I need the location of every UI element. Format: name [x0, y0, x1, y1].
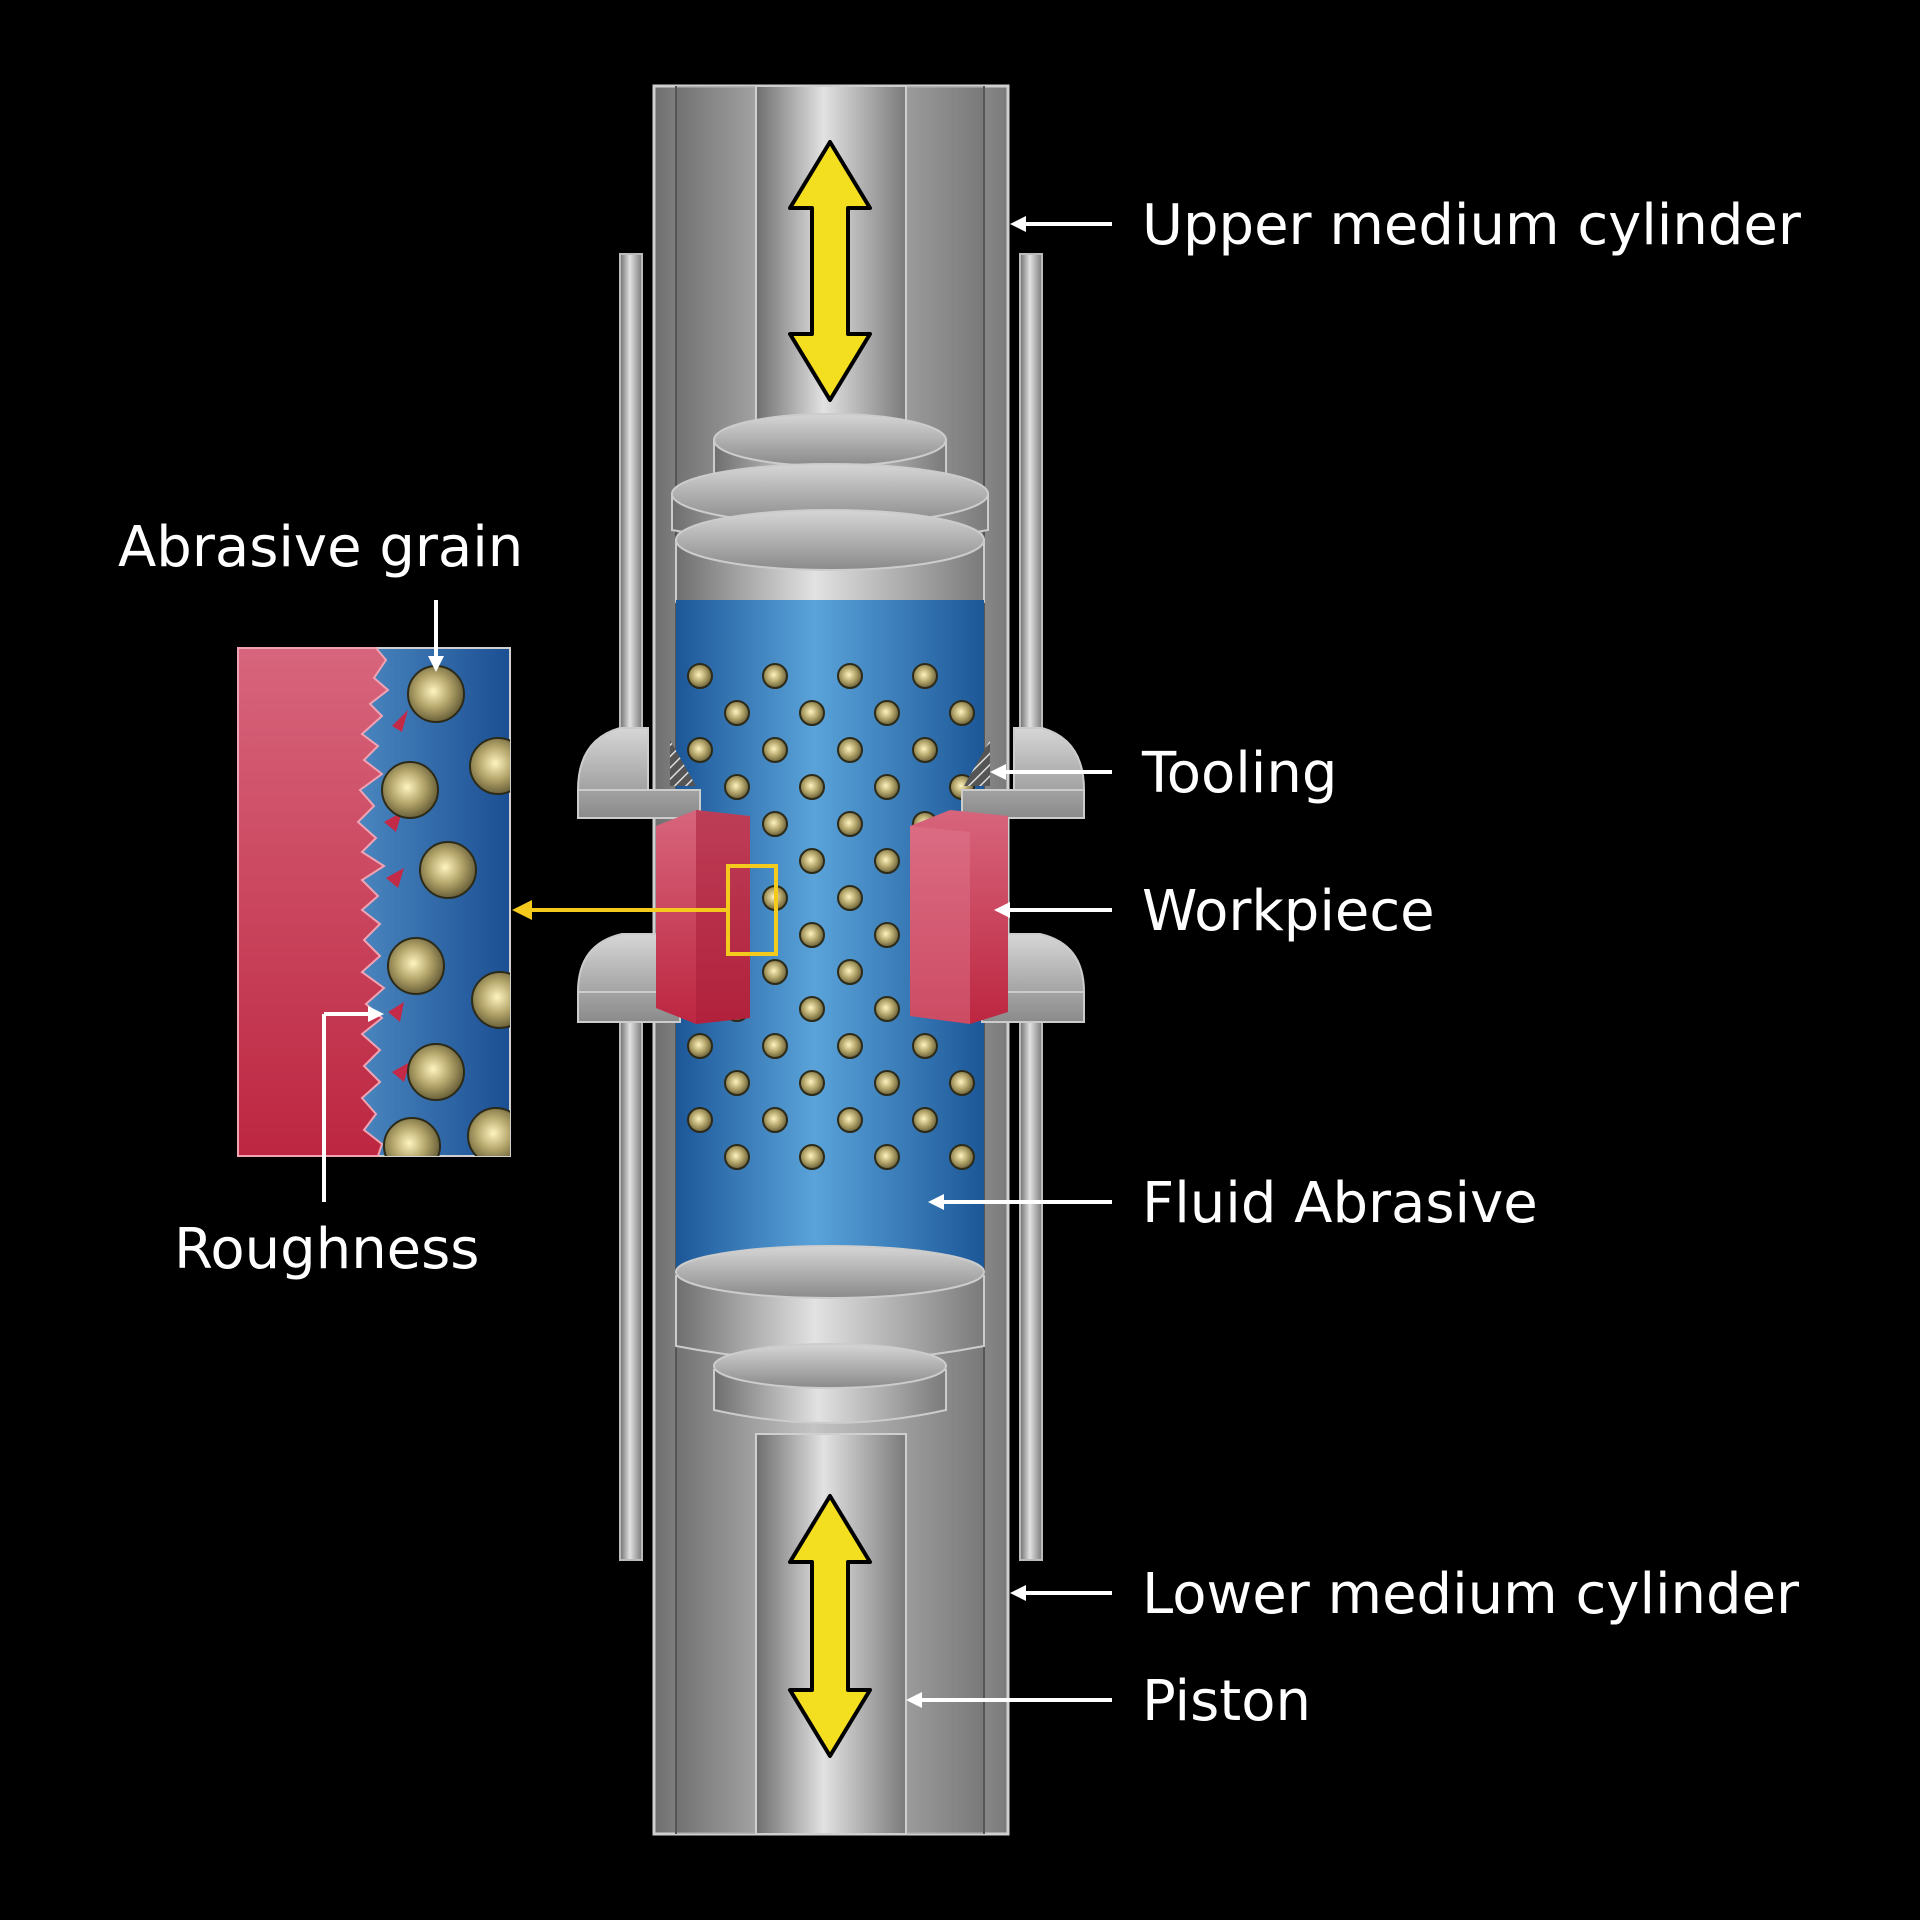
- abrasive-grain: [383, 1117, 441, 1156]
- abrasive-grain: [799, 922, 825, 948]
- upper-motion-arrow-icon: [788, 140, 872, 402]
- abrasive-grain: [949, 1144, 975, 1170]
- tooling-label: Tooling: [1141, 741, 1337, 806]
- abrasive-grain: [407, 665, 465, 723]
- abrasive-grain: [762, 811, 788, 837]
- abrasive-grain: [762, 663, 788, 689]
- abrasive-grain: [687, 737, 713, 763]
- abrasive-grain: [837, 737, 863, 763]
- abrasive-grain: [837, 885, 863, 911]
- abrasive-grain: [874, 700, 900, 726]
- magnified-inset: [237, 647, 511, 1157]
- fluid-abrasive-label: Fluid Abrasive: [1142, 1171, 1538, 1236]
- abrasive-grain: [419, 841, 477, 899]
- abrasive-grain: [837, 663, 863, 689]
- abrasive-grain: [912, 1107, 938, 1133]
- abrasive-grain: [799, 774, 825, 800]
- abrasive-grain: [687, 1107, 713, 1133]
- abrasive-grain: [387, 937, 445, 995]
- abrasive-grain-label: Abrasive grain: [118, 515, 523, 580]
- abrasive-grain: [837, 811, 863, 837]
- abrasive-grain: [874, 922, 900, 948]
- abrasive-grain: [762, 1107, 788, 1133]
- abrasive-grain: [912, 737, 938, 763]
- abrasive-grain: [762, 737, 788, 763]
- abrasive-grain: [912, 1033, 938, 1059]
- side-tubes: [619, 253, 1043, 1561]
- abrasive-grain: [724, 774, 750, 800]
- abrasive-grain: [799, 1070, 825, 1096]
- abrasive-grain: [687, 1033, 713, 1059]
- abrasive-grain: [724, 1144, 750, 1170]
- roughness-label: Roughness: [174, 1217, 479, 1282]
- abrasive-grain: [724, 1070, 750, 1096]
- leader-lines: [322, 216, 1112, 1708]
- abrasive-grain: [471, 971, 510, 1029]
- abrasive-grain: [381, 761, 439, 819]
- abrasive-grain: [687, 663, 713, 689]
- abrasive-grain: [837, 1033, 863, 1059]
- abrasive-grain: [912, 663, 938, 689]
- lower-motion-arrow-icon: [788, 1494, 872, 1758]
- abrasive-grain: [837, 1107, 863, 1133]
- abrasive-grain: [874, 774, 900, 800]
- workpiece-label: Workpiece: [1142, 879, 1435, 944]
- abrasive-grain: [799, 848, 825, 874]
- abrasive-grain: [799, 996, 825, 1022]
- abrasive-grain: [874, 848, 900, 874]
- lower-medium-cylinder-label: Lower medium cylinder: [1142, 1562, 1800, 1627]
- abrasive-grain: [762, 1033, 788, 1059]
- abrasive-grain: [407, 1043, 465, 1101]
- abrasive-grain: [762, 959, 788, 985]
- abrasive-grain: [949, 700, 975, 726]
- abrasive-grain: [469, 737, 510, 795]
- abrasive-grain: [837, 959, 863, 985]
- lower-piston: [675, 1245, 985, 1835]
- abrasive-grain: [874, 996, 900, 1022]
- abrasive-grain: [724, 700, 750, 726]
- upper-medium-cylinder-label: Upper medium cylinder: [1142, 193, 1802, 258]
- abrasive-grain: [799, 1144, 825, 1170]
- abrasive-grain: [949, 1070, 975, 1096]
- piston-label: Piston: [1142, 1669, 1311, 1734]
- workpiece: [656, 810, 1008, 1024]
- abrasive-grain: [874, 1144, 900, 1170]
- abrasive-grain: [799, 700, 825, 726]
- abrasive-grain: [874, 1070, 900, 1096]
- zoom-pointer: [512, 864, 778, 956]
- abrasive-grain: [467, 1107, 510, 1156]
